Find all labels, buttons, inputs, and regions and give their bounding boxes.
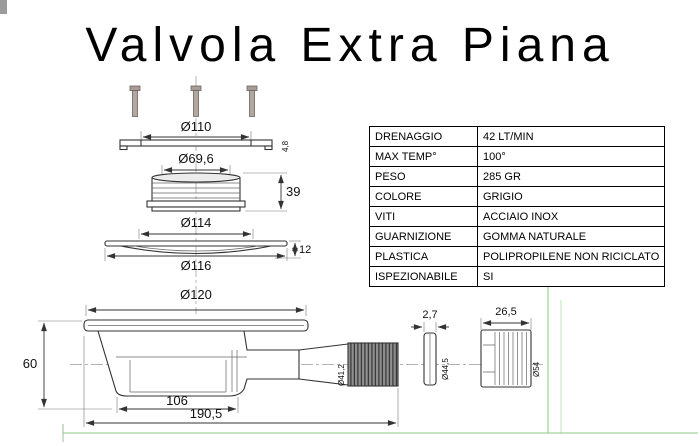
spec-row: MAX TEMP° 100°: [369, 146, 666, 167]
dim-dia114-label: Ø114: [181, 215, 212, 230]
dim-106: 106: [116, 393, 239, 413]
spec-value: 285 GR: [476, 166, 666, 187]
dim-dia116: Ø116: [104, 248, 288, 273]
spec-row: PESO 285 GR: [369, 166, 666, 187]
spec-table: DRENAGGIO 42 LT/MIN MAX TEMP° 100° PESO …: [369, 126, 666, 287]
dim-190-5: 190,5: [83, 336, 399, 427]
washer-piece: [423, 332, 437, 386]
dim-dia120: Ø120: [85, 287, 307, 316]
spec-row: ISPEZIONABILE SI: [369, 266, 666, 287]
dim-26-5-label: 26,5: [495, 306, 516, 318]
spec-label: MAX TEMP°: [369, 146, 478, 167]
spec-label: DRENAGGIO: [369, 126, 478, 147]
spec-value: SI: [476, 266, 666, 287]
spec-value: 42 LT/MIN: [476, 126, 666, 147]
dim-39-label: 39: [286, 184, 300, 199]
dim-2-7-label: 2,7: [422, 309, 437, 321]
spec-label: VITI: [369, 206, 478, 227]
spec-value: ACCIAIO INOX: [476, 206, 666, 227]
dim-12: 12: [275, 240, 311, 259]
dim-dia69: Ø69,6: [161, 151, 231, 175]
dim-dia110-label: Ø110: [181, 119, 212, 134]
spec-label: PESO: [369, 166, 478, 187]
scan-artifact: [0, 0, 7, 14]
dim-60: 60: [23, 320, 112, 410]
lower-plate: [104, 240, 288, 255]
dim-dia-outlet-label: Ø41,2: [337, 364, 346, 386]
spec-value: POLIPROPILENE NON RICICLATO: [476, 246, 666, 267]
top-grate-plate: [119, 139, 273, 151]
spec-label: PLASTICA: [369, 246, 478, 267]
dim-190-5-label: 190,5: [190, 406, 223, 421]
dim-dia114: Ø114: [138, 215, 254, 239]
spec-row: COLORE GRIGIO: [369, 186, 666, 207]
dim-dia110: Ø110: [140, 119, 252, 143]
dim-dia-thread-label: Ø44,5: [441, 358, 450, 380]
nut-piece: [480, 329, 532, 388]
valve-top-body: [146, 172, 246, 212]
spec-value: GRIGIO: [476, 186, 666, 207]
dim-dia-nut-label: Ø54: [532, 361, 541, 377]
spec-row: VITI ACCIAIO INOX: [369, 206, 666, 227]
dim-106-label: 106: [166, 393, 188, 408]
dim-2-7: 2,7: [411, 309, 449, 332]
dim-39: 39: [243, 172, 300, 212]
spec-label: COLORE: [369, 186, 478, 207]
side-view-body: [83, 319, 399, 397]
spec-label: GUARNIZIONE: [369, 226, 478, 247]
dim-60-label: 60: [23, 356, 37, 371]
page-title: Valvola Extra Piana: [85, 19, 615, 72]
screws: [129, 85, 258, 117]
dim-dia116-label: Ø116: [181, 258, 212, 273]
spec-row: GUARNIZIONE GOMMA NATURALE: [369, 226, 666, 247]
spec-value: 100°: [476, 146, 666, 167]
spec-label: ISPEZIONABILE: [369, 266, 478, 287]
dim-26-5: 26,5: [480, 306, 532, 330]
green-guide-lines: [62, 283, 698, 442]
dim-dia69-label: Ø69,6: [178, 151, 213, 166]
spec-value: GOMMA NATURALE: [476, 226, 666, 247]
dim-12-label: 12: [299, 244, 311, 256]
dim-dia120-label: Ø120: [180, 287, 212, 302]
dim-grid-thickness-label: 4,8: [281, 140, 290, 152]
spec-row: DRENAGGIO 42 LT/MIN: [369, 126, 666, 147]
spec-row: PLASTICA POLIPROPILENE NON RICICLATO: [369, 246, 666, 267]
